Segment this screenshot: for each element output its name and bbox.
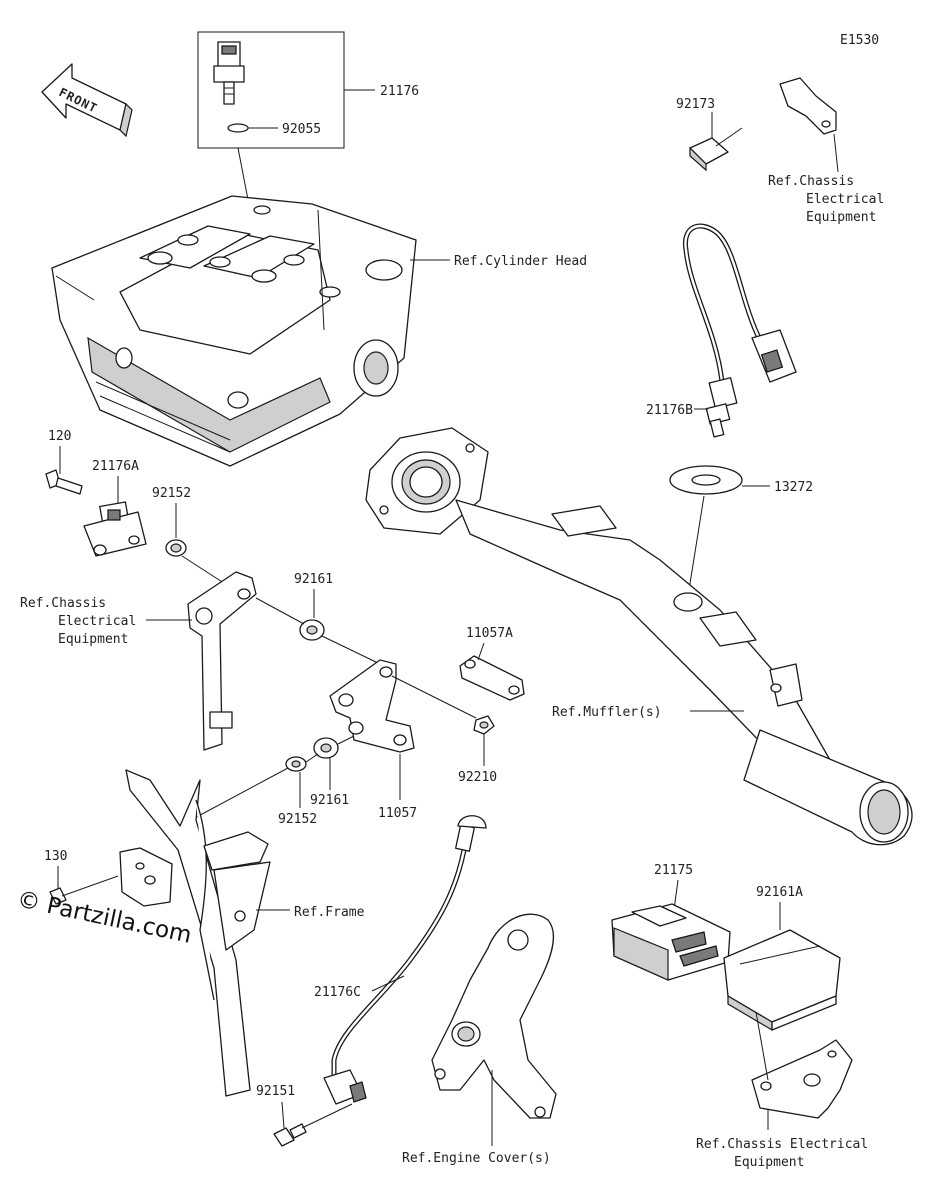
collar-92152-top	[165, 539, 187, 557]
label-21175: 21175	[654, 863, 693, 878]
label-21176A: 21176A	[92, 459, 139, 474]
gasket-13272	[669, 465, 743, 495]
label-92161-top: 92161	[294, 572, 333, 587]
label-92173: 92173	[676, 97, 715, 112]
label-21176: 21176	[380, 84, 419, 99]
ecu-21175	[611, 903, 731, 981]
label-21176C: 21176C	[314, 985, 361, 1000]
label-ref-mufflers: Ref.Muffler(s)	[552, 705, 662, 720]
washer-92055	[227, 123, 249, 133]
label-92151: 92151	[256, 1084, 295, 1099]
label-ref-frame: Ref.Frame	[294, 905, 365, 920]
diagram-id: E1530	[840, 33, 879, 48]
front-arrow-icon: FRONT	[41, 63, 133, 138]
label-ref-chassis-2a: Ref.Chassis	[20, 596, 106, 611]
label-92055: 92055	[282, 122, 321, 137]
frame	[119, 769, 271, 1097]
label-ref-chassis-1c: Equipment	[806, 210, 876, 225]
label-120: 120	[48, 429, 71, 444]
cylinder-head	[51, 195, 417, 467]
label-92152-top: 92152	[152, 486, 191, 501]
bracket-11057	[329, 659, 415, 753]
bracket-chassis-bottom	[751, 1039, 853, 1119]
label-ref-chassis-3a: Ref.Chassis Electrical	[696, 1137, 868, 1152]
bracket-chassis	[187, 571, 257, 751]
grommet-92161-top	[299, 619, 325, 641]
label-ref-chassis-2c: Equipment	[58, 632, 128, 647]
engine-cover-bracket	[431, 913, 557, 1119]
speed-sensor-21176C	[323, 815, 487, 1105]
bolt-130	[49, 875, 119, 905]
case-92161A	[723, 929, 841, 1032]
oxygen-sensor-21176B	[682, 223, 797, 438]
collar-92152-bottom	[285, 756, 307, 772]
grommet-92161-bottom	[313, 737, 339, 759]
label-ref-chassis-1a: Ref.Chassis	[768, 174, 854, 189]
label-13272: 13272	[774, 480, 813, 495]
label-21176B: 21176B	[646, 403, 693, 418]
nut-92210	[473, 715, 495, 735]
label-130: 130	[44, 849, 67, 864]
bolt-120	[45, 469, 83, 495]
label-ref-chassis-1b: Electrical	[806, 192, 884, 207]
label-11057: 11057	[378, 806, 417, 821]
label-ref-chassis-2b: Electrical	[58, 614, 136, 629]
label-92161A: 92161A	[756, 885, 803, 900]
label-ref-cylinder-head: Ref.Cylinder Head	[454, 254, 587, 269]
temperature-sensor-21176	[213, 41, 245, 105]
label-92152-bottom: 92152	[278, 812, 317, 827]
label-11057A: 11057A	[466, 626, 513, 641]
label-ref-chassis-3b: Equipment	[734, 1155, 804, 1170]
connector-92173	[689, 77, 837, 172]
exhaust-pipe	[365, 427, 913, 846]
label-92210: 92210	[458, 770, 497, 785]
label-92161-bottom: 92161	[310, 793, 349, 808]
sensor-21176A	[83, 501, 147, 557]
bolt-92151	[273, 1123, 307, 1147]
label-ref-engine-cover: Ref.Engine Cover(s)	[402, 1151, 551, 1166]
link-plate-11057A	[459, 655, 525, 701]
